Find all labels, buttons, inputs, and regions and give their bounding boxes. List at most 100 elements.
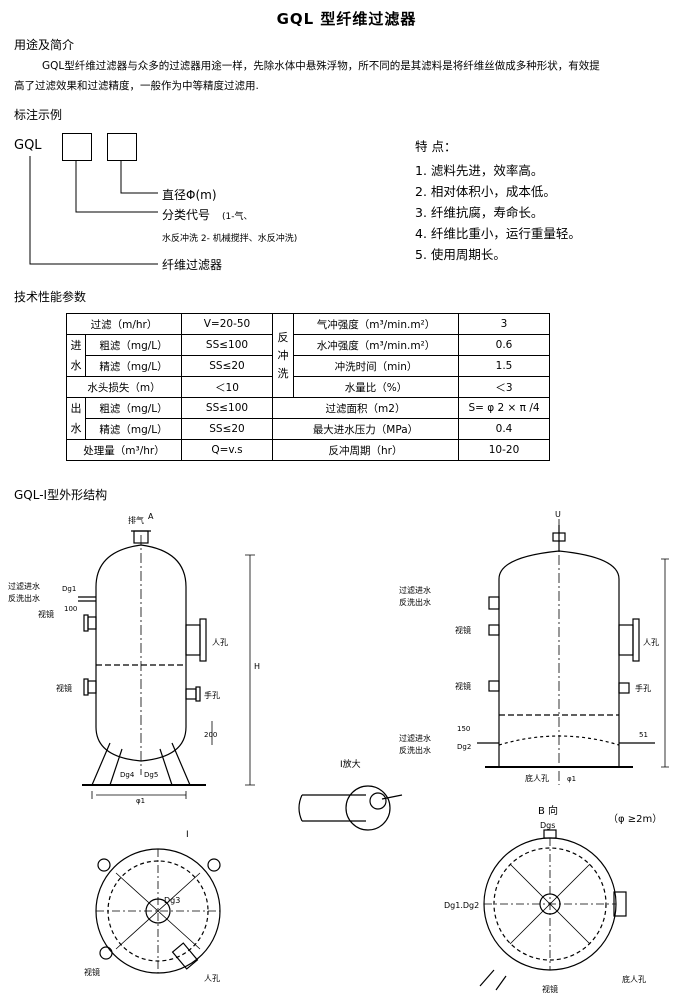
section-i-drawing: Ⅰ Dg3 视镜 人孔: [84, 830, 221, 983]
class-code-box: [62, 133, 92, 161]
section-b-label-sight: 视镜: [542, 984, 558, 994]
section-i-label: Ⅰ: [186, 830, 189, 840]
spec-cell: 水头损失（m）: [66, 376, 182, 398]
spec-cell: ＜3: [458, 376, 550, 398]
spec-cell: 气冲强度（m³/min.m²）: [293, 313, 459, 335]
left-label-manhole: 人孔: [212, 638, 228, 647]
left-label-phi1: φ1: [136, 797, 145, 805]
right-label-phi1: φ1: [567, 775, 576, 783]
left-label-dg5: Dg5: [144, 771, 158, 779]
spec-cell: 0.4: [458, 418, 550, 440]
right-label-sight-1: 视镜: [455, 625, 471, 635]
intro-line-2: 高了过滤效果和过滤精度，一般作为中等精度过滤用.: [14, 80, 259, 92]
section-b-label-dgs: Dgs: [540, 821, 555, 830]
right-label-150: 150: [457, 725, 470, 733]
left-label-h: H: [254, 662, 260, 671]
spec-cell: 粗滤（mg/L）: [85, 397, 182, 419]
structure-heading: GQL-Ⅰ型外形结构: [14, 488, 108, 502]
left-label-inlet: 过滤进水: [8, 581, 40, 591]
table-row: 水头损失（m） ＜10 水量比（%） ＜3: [66, 376, 550, 398]
spec-group-backwash: 反冲洗: [272, 313, 294, 398]
table-row: 处理量（m³/hr） Q=v.s 反冲周期（hr） 10-20: [66, 439, 550, 461]
right-label-dg2: Dg2: [457, 743, 471, 751]
left-label-dg1: Dg1: [62, 585, 76, 593]
spec-cell: 水冲强度（m³/min.m²）: [293, 334, 459, 356]
spec-cell: 水量比（%）: [293, 376, 459, 398]
left-label-100: 100: [64, 605, 77, 613]
spec-cell: 10-20: [458, 439, 550, 461]
spec-group-outlet: 出水: [66, 397, 86, 440]
table-row: 精滤（mg/L） SS≤20 最大进水压力（MPa） 0.4: [67, 418, 550, 440]
left-label-sight-1: 视镜: [38, 609, 54, 619]
specs-heading: 技术性能参数: [14, 290, 87, 304]
section-b-note: （φ ≥2m）: [608, 813, 662, 825]
feature-item-5: 5. 使用周期长。: [415, 247, 506, 262]
spec-cell: SS≤100: [181, 397, 273, 419]
class-code-label: 分类代号: [162, 208, 211, 222]
right-label-bottom-manhole: 底人孔: [525, 773, 549, 783]
spec-cell: 处理量（m³/hr）: [66, 439, 182, 461]
right-label-51: 51: [639, 731, 648, 739]
spec-cell: 3: [458, 313, 550, 335]
spec-cell: 反冲周期（hr）: [272, 439, 459, 461]
page-title: GQL 型纤维过滤器: [276, 10, 417, 28]
spec-cell: 粗滤（mg/L）: [85, 334, 182, 356]
left-label-sight-2: 视镜: [56, 683, 72, 693]
section-b-label-bottom-manhole: 底人孔: [622, 974, 646, 984]
feature-item-3: 3. 纤维抗腐，寿命长。: [415, 205, 544, 220]
feature-item-2: 2. 相对体积小，成本低。: [415, 184, 556, 199]
table-row: 过滤（m/hr） V=20-50 反冲洗 气冲强度（m³/min.m²） 3: [66, 313, 550, 398]
right-vessel-drawing: U 过滤进水 反洗出水 视镜 人孔 视镜 手孔 150 Dg2 过滤进水 反洗出…: [399, 510, 669, 785]
designation-heading: 标注示例: [14, 108, 63, 122]
table-row: 进水 粗滤（mg/L） SS≤100 水冲强度（m³/min.m²） 0.6: [66, 334, 550, 377]
class-code-note-1: (1-气、: [222, 212, 253, 222]
table-row: 精滤（mg/L） SS≤20 冲洗时间（min） 1.5: [67, 355, 550, 377]
spec-cell: SS≤100: [181, 334, 273, 356]
spec-cell: 1.5: [458, 355, 550, 377]
left-label-hand: 手孔: [204, 690, 220, 700]
spec-cell: SS≤20: [181, 418, 273, 440]
spec-group-inlet: 进水: [66, 334, 86, 377]
spec-cell: S= φ 2 × π /4: [458, 397, 550, 419]
spec-cell: ＜10: [181, 376, 273, 398]
section-b-label: B 向: [538, 804, 558, 817]
diameter-label: 直径Φ(m): [162, 188, 217, 202]
feature-item-1: 1. 滤料先进，效率高。: [415, 163, 544, 178]
right-label-u: U: [555, 510, 561, 519]
right-label-bw-out: 反洗出水: [399, 597, 431, 607]
section-i-label-dg3: Dg3: [164, 896, 180, 905]
features-heading: 特 点：: [415, 139, 457, 154]
section-i-label-sight: 视镜: [84, 967, 100, 977]
spec-cell: 最大进水压力（MPa）: [272, 418, 459, 440]
intro-heading: 用途及简介: [14, 38, 75, 52]
left-vessel-drawing: 排气 A 过滤进水 反洗出水 Dg1 100 视镜 人孔 H 视镜 手孔 200…: [8, 512, 260, 805]
intro-line-1: GQL型纤维过滤器与众多的过滤器用途一样，先除水体中悬殊浮物，所不同的是其滤料是…: [42, 60, 600, 72]
right-label-manhole: 人孔: [643, 638, 659, 647]
designation-leader-lines: [29, 156, 158, 265]
section-i-label-manhole: 人孔: [204, 974, 220, 983]
right-label-bw-out-2: 反洗出水: [399, 745, 431, 755]
right-label-inlet: 过滤进水: [399, 585, 431, 595]
section-b-drawing: B 向 （φ ≥2m） Dgs Dg1.Dg2 底人孔 视镜: [444, 804, 662, 994]
spec-cell: 0.6: [458, 334, 550, 356]
class-code-note-2: 水反冲洗 2- 机械搅拌、水反冲洗): [162, 234, 298, 244]
right-label-hand: 手孔: [635, 683, 651, 693]
spec-cell: V=20-50: [181, 313, 273, 335]
spec-cell: 精滤（mg/L）: [85, 355, 182, 377]
spec-table: 过滤（m/hr） V=20-50 反冲洗 气冲强度（m³/min.m²） 3 进…: [66, 313, 550, 461]
feature-item-4: 4. 纤维比重小，运行重量轻。: [415, 226, 581, 241]
spec-cell: SS≤20: [181, 355, 273, 377]
spec-cell: 过滤面积（m2）: [272, 397, 459, 419]
diameter-box: [107, 133, 137, 161]
left-label-vent: 排气: [128, 515, 144, 525]
left-label-a: A: [148, 512, 154, 521]
designation-code: GQL: [14, 138, 42, 153]
spec-cell: 过滤（m/hr）: [66, 313, 182, 335]
left-label-200: 200: [204, 731, 217, 739]
product-label: 纤维过滤器: [162, 258, 223, 272]
table-row: 出水 粗滤（mg/L） SS≤100 过滤面积（m2） S= φ 2 × π /…: [66, 397, 550, 440]
detail-i-drawing: Ⅰ放大: [298, 758, 403, 831]
left-label-bw-out: 反洗出水: [8, 593, 40, 603]
spec-cell: Q=v.s: [181, 439, 273, 461]
spec-cell: 精滤（mg/L）: [85, 418, 182, 440]
